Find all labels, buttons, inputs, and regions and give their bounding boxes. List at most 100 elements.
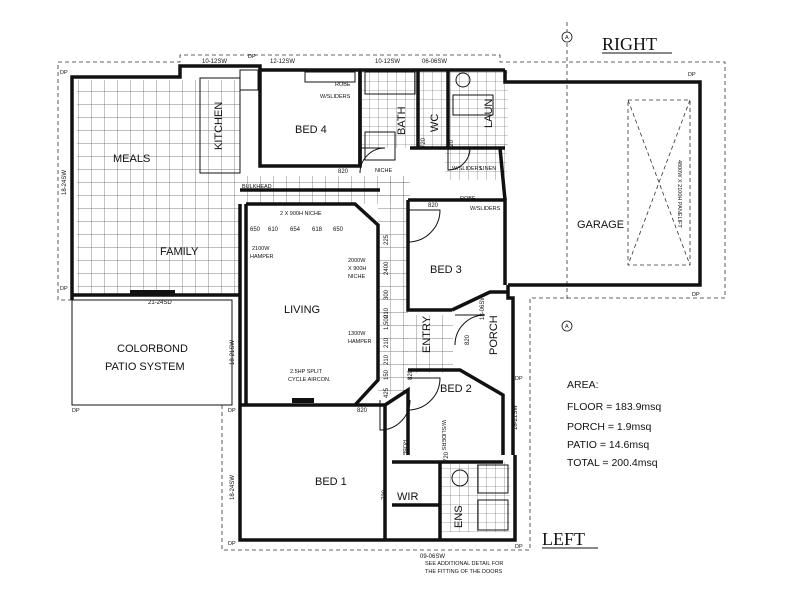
note-dp-3: DP <box>688 72 696 78</box>
room-laundry: LAUN <box>483 99 495 128</box>
note-detail-1: SEE ADDITIONAL DETAIL FOR <box>425 561 503 567</box>
dim-win-top-1: 10-12SW <box>202 59 227 65</box>
note-hamper-left-2: HAMPER <box>250 254 274 260</box>
dim-v-300: 300 <box>384 289 390 300</box>
dim-win-bed1: 18-24SW <box>230 475 236 500</box>
dim-door-wir: 720 <box>382 489 388 500</box>
dim-v-425: 425 <box>384 387 390 398</box>
note-hamper-right-2: HAMPER <box>348 339 372 345</box>
note-dp-6: DP <box>228 408 236 414</box>
dim-v-150: 150 <box>384 369 390 380</box>
note-bulkhead: BULKHEAD <box>242 184 272 190</box>
note-aircon-2: CYCLE AIRCON. <box>288 377 331 383</box>
dim-v-210-b: 210 <box>384 337 390 348</box>
room-garage: GARAGE <box>577 219 624 231</box>
dim-win-patio: 18-21SW <box>230 340 236 365</box>
note-linen: LINEN <box>480 166 496 172</box>
dim-door-wc: 720 <box>421 137 427 148</box>
tiled-floor <box>77 70 510 532</box>
note-detail-2: THE FITTING OF THE DOORS <box>425 569 503 575</box>
door-swings <box>359 147 486 431</box>
room-living: LIVING <box>284 304 320 316</box>
dim-niche-654: 654 <box>290 227 301 233</box>
room-bed1: BED 1 <box>315 476 347 488</box>
note-sliders-linen: W/SLIDERS <box>452 166 483 172</box>
dim-niche-618: 618 <box>312 227 323 233</box>
dim-win-bed2: 18-21SW <box>513 405 519 430</box>
room-ensuite: ENS <box>453 505 465 528</box>
area-patio: PATIO = 14.6msq <box>567 439 649 451</box>
dim-win-bottom: 09-06SW <box>420 554 445 560</box>
area-heading: AREA: <box>567 379 599 391</box>
room-wc: WC <box>429 114 441 132</box>
section-mark-top: A <box>561 22 573 300</box>
dim-win-left: 18-24SW <box>62 170 68 195</box>
dim-v-210-c: 210 <box>384 354 390 365</box>
note-sliders-bed3: W/SLIDERS <box>470 206 501 212</box>
dim-win-top-3: 10-12SW <box>375 59 400 65</box>
note-niche-right-2: X 900H <box>348 266 366 272</box>
note-niche-hall: NICHE <box>375 168 392 174</box>
dim-door-family: 21-24SD <box>148 300 172 306</box>
section-mark-bottom: A <box>561 320 573 332</box>
dim-v-2400: 2400 <box>384 261 390 275</box>
dim-door-bed4: 820 <box>338 169 349 175</box>
note-niche-top: 2 X 900H NICHE <box>280 211 322 217</box>
patio <box>71 299 233 406</box>
note-sliders-bed2: W/SLIDERS <box>440 420 446 451</box>
fixtures <box>130 69 509 531</box>
note-niche-right-1: 2000W <box>348 258 366 264</box>
note-robe-bed4: ROBE <box>335 82 351 88</box>
dim-door-bed2: 820 <box>408 369 414 380</box>
area-total: TOTAL = 200.4msq <box>567 457 658 469</box>
dim-v-210-a: 210 <box>384 307 390 318</box>
dim-niche-650-a: 650 <box>250 227 261 233</box>
dim-door-laundry: 720 <box>449 139 455 150</box>
note-dp-8: DP <box>515 376 523 382</box>
note-dp-2: DP <box>248 54 256 60</box>
dim-niche-610-a: 610 <box>268 227 279 233</box>
note-aircon-1: 2.5HP SPLIT <box>290 369 323 375</box>
area-schedule: AREA: FLOOR = 183.9msq PORCH = 1.9msq PA… <box>567 379 661 469</box>
room-bed4: BED 4 <box>295 124 327 136</box>
room-bath: BATH <box>396 106 408 135</box>
dim-door-ens: 720 <box>444 451 450 462</box>
note-niche-right-3: NICHE <box>348 274 365 280</box>
svg-text:A: A <box>565 35 569 41</box>
room-porch: PORCH <box>488 315 500 355</box>
note-garage-door: 4800W X 2100H PANELIFT <box>676 160 682 228</box>
dim-door-bed3: 820 <box>428 203 439 209</box>
interior-walls <box>240 70 508 540</box>
room-family: FAMILY <box>160 246 199 258</box>
room-bed2: BED 2 <box>440 383 472 395</box>
note-dp-10: DP <box>692 292 700 298</box>
room-entry: ENTRY <box>421 315 433 353</box>
note-robe-bed3: ROBE <box>460 196 476 202</box>
side-left-label: LEFT <box>542 529 585 549</box>
dim-win-top-4: 06-06SW <box>422 59 447 65</box>
note-dp-4: DP <box>60 286 68 292</box>
dim-niche-650-b: 650 <box>333 227 344 233</box>
note-hamper-right-1: 1300W <box>348 331 366 337</box>
note-dp-5: DP <box>72 408 80 414</box>
area-porch: PORCH = 1.9msq <box>567 421 651 433</box>
note-hamper-left-1: 2100W <box>252 246 270 252</box>
dim-door-entry: 820 <box>465 334 471 345</box>
room-wir: WIR <box>397 491 418 503</box>
side-right-label: RIGHT <box>602 34 657 54</box>
dim-win-top-2: 12-12SW <box>270 59 295 65</box>
note-dp-1: DP <box>60 70 68 76</box>
room-bed3: BED 3 <box>430 264 462 276</box>
note-dp-7: DP <box>228 541 236 547</box>
note-dp-9: DP <box>515 544 523 550</box>
note-robe-bed2: ROBE <box>401 440 407 456</box>
note-sliders-bed4: W/SLIDERS <box>320 94 351 100</box>
room-kitchen: KITCHEN <box>213 102 225 150</box>
patio-label-line1: COLORBOND <box>117 343 188 355</box>
dim-v-1500: 1,500 <box>384 314 390 330</box>
dim-door-bed1: 820 <box>357 408 368 414</box>
svg-text:A: A <box>565 324 569 330</box>
area-floor: FLOOR = 183.9msq <box>567 401 661 413</box>
dim-win-porch: 18-06SW <box>480 295 486 320</box>
